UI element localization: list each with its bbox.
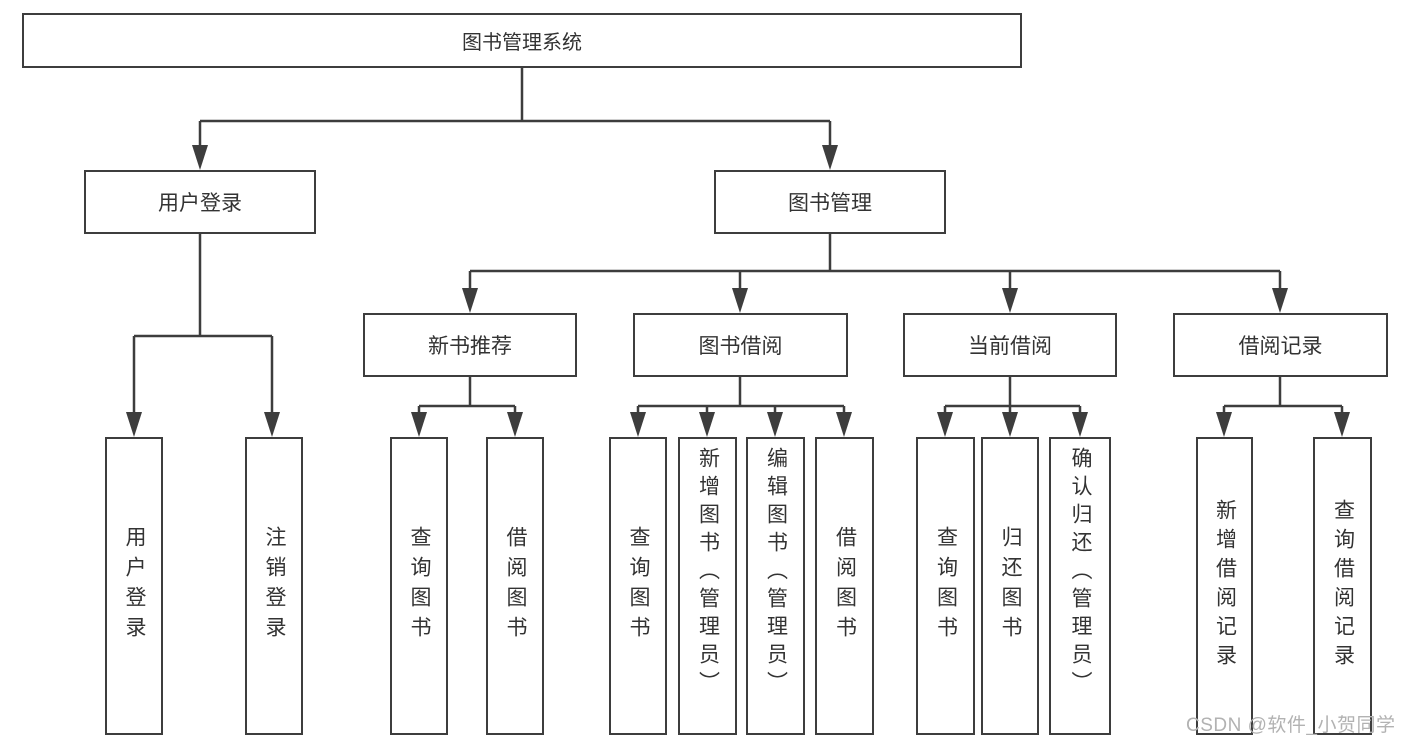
arrowhead-icons xyxy=(126,145,1350,437)
leaf-recommend-query-books: 查询图书 xyxy=(390,437,448,735)
leaf-logout: 注销登录 xyxy=(245,437,303,735)
node-user-login: 用户登录 xyxy=(84,170,316,234)
leaf-borrowing-add-book-admin-label: 新增图书（管理员） xyxy=(696,447,720,699)
node-new-book-recommend: 新书推荐 xyxy=(363,313,577,377)
leaf-records-query-record: 查询借阅记录 xyxy=(1313,437,1372,735)
watermark: CSDN @软件_小贺同学 xyxy=(1186,715,1396,736)
node-book-management: 图书管理 xyxy=(714,170,946,234)
node-user-login-label: 用户登录 xyxy=(158,192,242,215)
leaf-user-login: 用户登录 xyxy=(105,437,163,735)
leaf-recommend-borrow-books: 借阅图书 xyxy=(486,437,544,735)
node-borrowing-records-label: 借阅记录 xyxy=(1238,335,1323,358)
node-book-borrowing-label: 图书借阅 xyxy=(698,335,783,358)
leaf-records-add-record-label: 新增借阅记录 xyxy=(1213,499,1237,673)
leaf-current-return-books-label: 归还图书 xyxy=(999,526,1022,646)
leaf-current-confirm-return-admin: 确认归还（管理员） xyxy=(1049,437,1111,735)
leaf-recommend-borrow-books-label: 借阅图书 xyxy=(504,526,527,646)
leaf-current-return-books: 归还图书 xyxy=(981,437,1039,735)
node-new-book-recommend-label: 新书推荐 xyxy=(428,335,512,358)
leaf-logout-label: 注销登录 xyxy=(263,526,286,646)
leaf-records-query-record-label: 查询借阅记录 xyxy=(1331,499,1355,673)
leaf-borrowing-add-book-admin: 新增图书（管理员） xyxy=(678,437,737,735)
node-current-borrowing-label: 当前借阅 xyxy=(968,335,1052,358)
leaf-borrowing-edit-book-admin-label: 编辑图书（管理员） xyxy=(764,447,788,699)
leaf-recommend-query-books-label: 查询图书 xyxy=(408,526,431,646)
leaf-current-query-books-label: 查询图书 xyxy=(934,526,958,646)
leaf-user-login-label: 用户登录 xyxy=(123,526,146,646)
leaf-borrowing-query-books-label: 查询图书 xyxy=(627,526,650,646)
leaf-current-query-books: 查询图书 xyxy=(916,437,975,735)
node-borrowing-records: 借阅记录 xyxy=(1173,313,1388,377)
node-root: 图书管理系统 xyxy=(22,13,1022,68)
node-current-borrowing: 当前借阅 xyxy=(903,313,1117,377)
leaf-borrowing-borrow-books-label: 借阅图书 xyxy=(833,526,857,646)
leaf-current-confirm-return-admin-label: 确认归还（管理员） xyxy=(1069,447,1092,699)
node-book-management-label: 图书管理 xyxy=(788,192,872,215)
leaf-borrowing-query-books: 查询图书 xyxy=(609,437,667,735)
node-book-borrowing: 图书借阅 xyxy=(633,313,848,377)
leaf-borrowing-edit-book-admin: 编辑图书（管理员） xyxy=(746,437,805,735)
leaf-records-add-record: 新增借阅记录 xyxy=(1196,437,1253,735)
leaf-borrowing-borrow-books: 借阅图书 xyxy=(815,437,874,735)
node-root-label: 图书管理系统 xyxy=(462,32,582,54)
connector-paths xyxy=(132,68,1344,419)
